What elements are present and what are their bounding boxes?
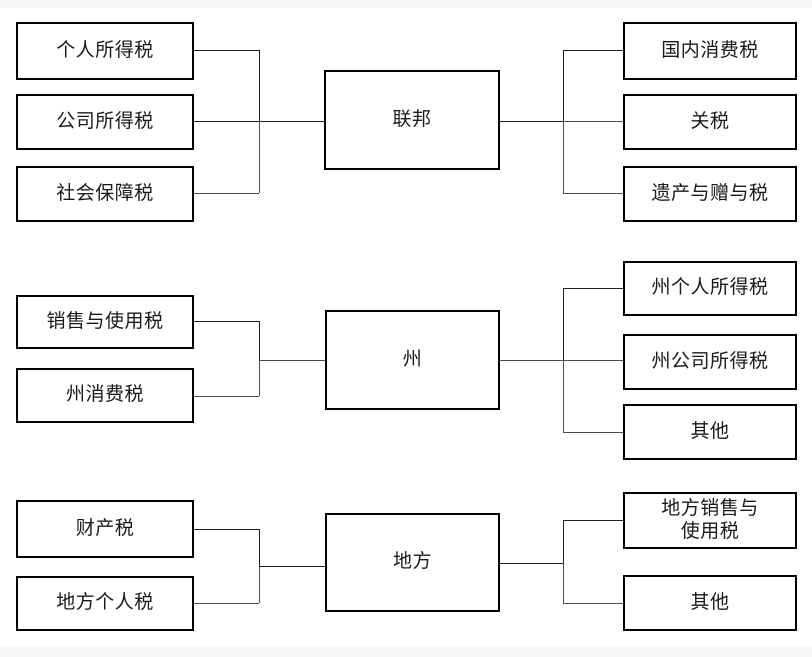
connector-state-left-trunk: [259, 360, 325, 361]
connector-federal-right-bus-upper: [563, 50, 564, 121]
connector-state-left-bus-upper: [259, 321, 260, 360]
connector-local-right-trunk: [500, 563, 563, 564]
connector-federal-left-2: [194, 121, 259, 122]
top-edge-band: [0, 0, 812, 8]
node-local-left-2[interactable]: 地方个人税: [16, 576, 194, 631]
node-label: 财产税: [75, 517, 135, 539]
node-state-center[interactable]: 州: [325, 310, 500, 410]
connector-federal-left-3: [194, 193, 259, 194]
connector-state-left-bus-lower: [259, 360, 260, 396]
node-label: 遗产与赠与税: [651, 182, 769, 204]
connector-local-left-bus-upper: [259, 529, 260, 566]
node-local-right-2[interactable]: 其他: [623, 575, 797, 631]
connector-federal-left-bus-lower: [259, 121, 260, 193]
node-label: 社会保障税: [56, 182, 154, 204]
connector-federal-right-trunk: [500, 121, 563, 122]
connector-federal-left-1: [194, 50, 259, 51]
connector-state-right-bus-lower: [563, 360, 564, 432]
node-label: 个人所得税: [56, 39, 154, 61]
connector-federal-left-trunk: [259, 121, 324, 122]
node-label: 联邦: [392, 108, 432, 130]
node-label: 国内消费税: [661, 39, 759, 61]
connector-state-right-bus-upper: [563, 288, 564, 360]
connector-state-left-1: [194, 321, 259, 322]
node-state-left-2[interactable]: 州消费税: [16, 368, 194, 423]
node-local-left-1[interactable]: 财产税: [16, 500, 194, 558]
node-local-right-1[interactable]: 地方销售与 使用税: [623, 492, 797, 549]
connector-federal-right-2: [563, 121, 623, 122]
node-state-right-2[interactable]: 州公司所得税: [623, 334, 797, 390]
connector-local-right-bus-upper: [563, 520, 564, 563]
node-label: 其他: [690, 591, 730, 613]
node-label: 州公司所得税: [651, 350, 769, 372]
connector-federal-left-bus-upper: [259, 50, 260, 121]
node-federal-right-1[interactable]: 国内消费税: [623, 22, 797, 80]
node-federal-right-3[interactable]: 遗产与赠与税: [623, 166, 797, 222]
node-label: 关税: [690, 110, 730, 132]
node-label: 其他: [690, 420, 730, 442]
node-label: 销售与使用税: [46, 310, 164, 332]
node-local-center[interactable]: 地方: [325, 513, 500, 612]
node-federal-left-2[interactable]: 公司所得税: [16, 94, 194, 150]
node-label: 州: [402, 348, 423, 370]
connector-local-right-1: [563, 520, 623, 521]
connector-local-left-2: [194, 603, 259, 604]
connector-local-left-bus-lower: [259, 566, 260, 603]
connector-local-right-bus-lower: [563, 563, 564, 603]
node-federal-left-1[interactable]: 个人所得税: [16, 22, 194, 80]
node-label: 州个人所得税: [651, 277, 769, 299]
node-label: 地方: [392, 551, 432, 573]
connector-state-left-2: [194, 396, 259, 397]
connector-state-right-1: [563, 288, 623, 289]
node-label: 地方销售与 使用税: [661, 498, 759, 542]
node-state-left-1[interactable]: 销售与使用税: [16, 295, 194, 349]
connector-state-right-2: [563, 360, 623, 361]
node-state-right-1[interactable]: 州个人所得税: [623, 261, 797, 316]
node-label: 州消费税: [65, 384, 144, 406]
node-label: 公司所得税: [56, 110, 154, 132]
connector-federal-right-1: [563, 50, 623, 51]
connector-federal-right-bus-lower: [563, 121, 564, 193]
node-federal-left-3[interactable]: 社会保障税: [16, 166, 194, 222]
node-federal-center[interactable]: 联邦: [324, 70, 500, 170]
node-federal-right-2[interactable]: 关税: [623, 94, 797, 150]
connector-federal-right-3: [563, 193, 623, 194]
connector-state-right-3: [563, 432, 623, 433]
connector-local-left-1: [194, 529, 259, 530]
connector-local-left-trunk: [259, 566, 325, 567]
connector-state-right-trunk: [500, 360, 563, 361]
bottom-edge-band: [0, 646, 812, 657]
node-label: 地方个人税: [56, 592, 154, 614]
connector-local-right-2: [563, 603, 623, 604]
node-state-right-3[interactable]: 其他: [623, 404, 797, 460]
